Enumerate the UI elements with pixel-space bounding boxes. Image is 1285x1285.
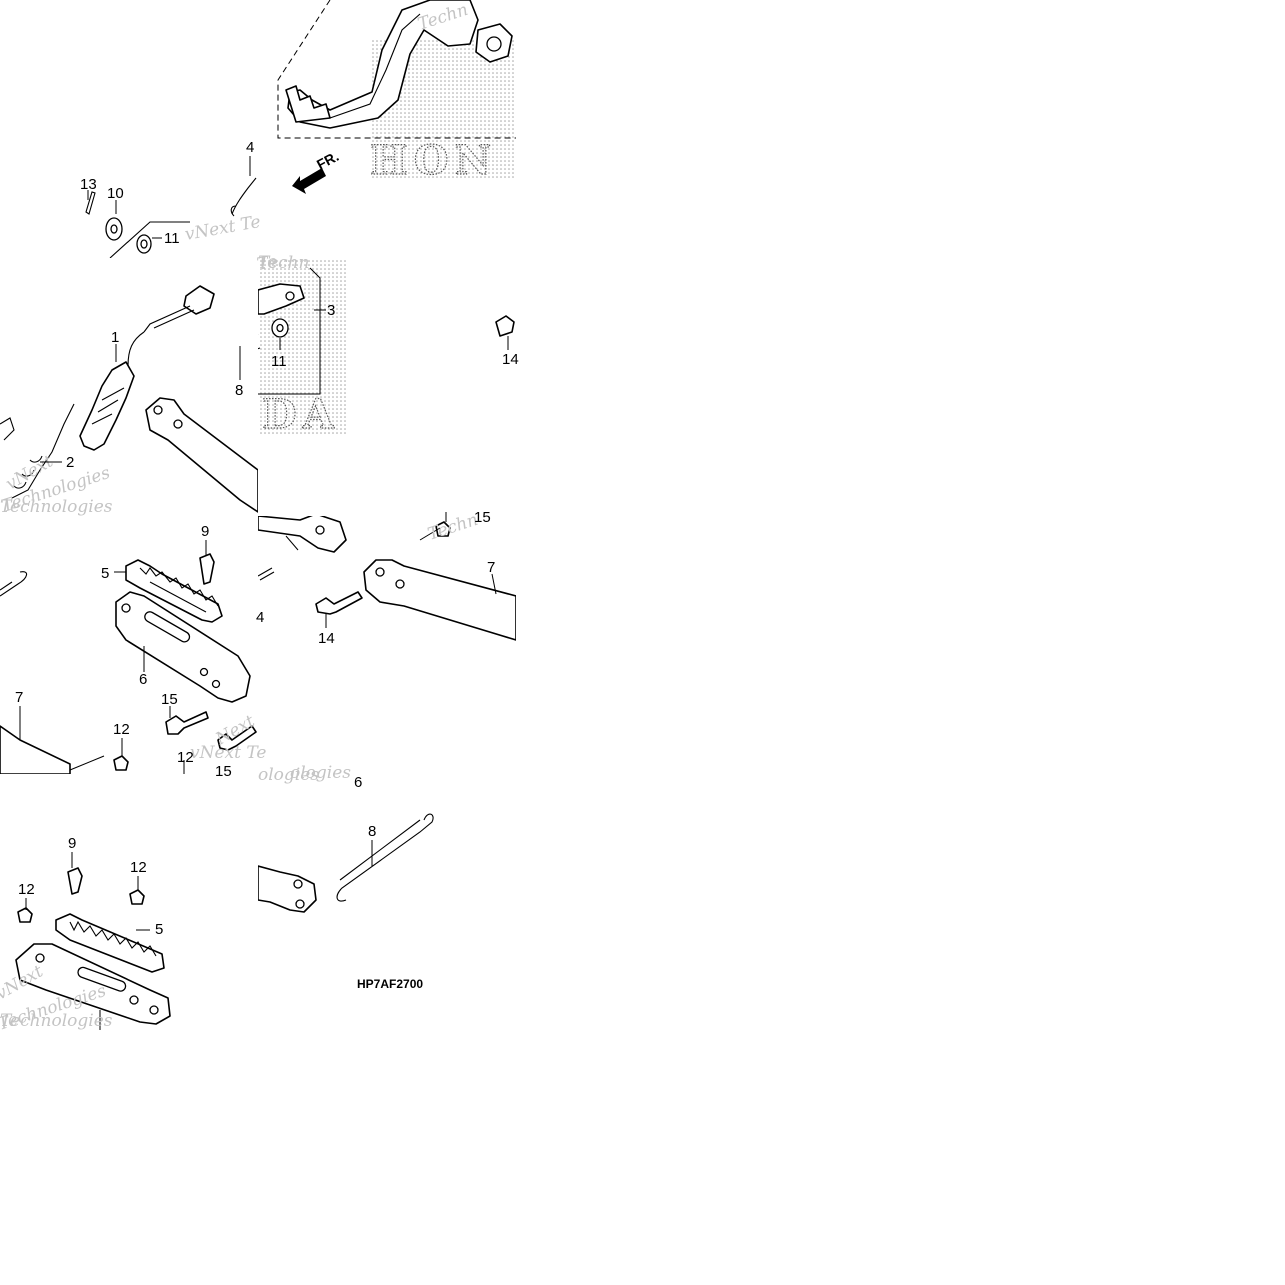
callout-4b: 4: [256, 609, 264, 626]
tile-brake-switch: [0, 285, 215, 499]
callout-7a: 7: [15, 689, 23, 706]
brand-text-mid: DA: [262, 391, 340, 438]
tile-pivot-parts: [85, 177, 257, 258]
nut-15: [435, 521, 451, 537]
tile-stay-right: [258, 516, 516, 641]
stay-end-lower: [258, 865, 317, 913]
tile-brake-rod: [258, 258, 515, 434]
watermark-text: Technologies: [0, 497, 113, 517]
callout-7b: 7: [487, 559, 495, 576]
bolt-14-b: [315, 591, 363, 615]
callout-3: 3: [327, 302, 335, 319]
callout-11a: 11: [164, 230, 180, 247]
bolt-15b: [217, 725, 257, 751]
bolt-9-lower: [67, 867, 83, 895]
brake-pedal-arm: [287, 0, 479, 129]
callout-2: 2: [66, 454, 74, 471]
callout-14a: 14: [502, 351, 519, 368]
callout-10: 10: [107, 185, 124, 202]
tile-rod-lower: [258, 813, 434, 913]
switch-wire: [143, 305, 195, 333]
callout-15b: 15: [474, 509, 491, 526]
callout-15c: 15: [215, 763, 232, 780]
brake-rod-lower: [336, 813, 434, 902]
tile-step-holder: [0, 553, 257, 774]
step-peg-lower: [55, 913, 165, 973]
pedal-tread: [285, 85, 331, 123]
leader-lines: [19, 156, 509, 931]
callout-9a: 9: [201, 523, 209, 540]
callout-11b: 11: [271, 353, 287, 370]
watermark-text: vNext Te: [190, 743, 266, 763]
callout-15a: 15: [161, 691, 178, 708]
return-spring: [11, 403, 75, 499]
switch-spring: [231, 177, 257, 215]
rod-hook-left: [0, 571, 28, 597]
stay-lower-left: [0, 725, 71, 774]
callout-5a: 5: [101, 565, 109, 582]
watermark-text: vNext Te: [183, 212, 262, 245]
front-direction-label: FR.: [314, 148, 341, 173]
callout-12c: 12: [130, 859, 147, 876]
rear-step-peg: [125, 559, 223, 623]
callout-8a: 8: [235, 382, 243, 399]
watermark-text: Technologies: [0, 1011, 113, 1031]
callout-labels: 1 2 3 4 4 5 5 6 6 7 7 8 8 9 9 10 11 11 1…: [15, 139, 519, 938]
watermark-text: Te: [255, 252, 278, 275]
callout-12d: 12: [18, 881, 35, 898]
callout-1: 1: [111, 329, 119, 346]
pedal-outline-box: [277, 0, 516, 139]
brake-link: [258, 283, 305, 315]
bolt-15: [165, 711, 209, 735]
callout-6a: 6: [139, 671, 147, 688]
switch-connector: [183, 285, 215, 315]
callout-12b: 12: [177, 749, 194, 766]
callout-14b: 14: [318, 630, 335, 647]
tile-step-lower: [15, 867, 171, 1030]
bolt-9: [199, 553, 215, 585]
callout-9b: 9: [68, 835, 76, 852]
tile-brake-pedal: [277, 0, 516, 180]
front-direction-arrow: FR.: [292, 148, 341, 194]
brake-rod: [258, 334, 261, 350]
callout-12a: 12: [113, 721, 130, 738]
nut-12-lower: [129, 889, 145, 905]
stay-end-link: [258, 516, 347, 553]
callout-5b: 5: [155, 921, 163, 938]
watermark-text: Techn: [258, 253, 310, 273]
step-holder-lower: [15, 943, 171, 1025]
watermark-text: ologies: [290, 763, 351, 783]
watermark-text: ologies: [258, 765, 319, 785]
nut-12: [113, 755, 129, 771]
callout-13: 13: [80, 176, 97, 193]
bolt-14: [495, 315, 515, 337]
callout-8b: 8: [368, 823, 376, 840]
brand-text-top: HON: [370, 137, 497, 184]
step-stay-left: [145, 397, 258, 513]
bolt-stub: [258, 567, 275, 581]
nut-12-lower-left: [17, 907, 33, 923]
diagram-code: HP7AF2700: [357, 977, 423, 991]
tile-stay: [145, 397, 258, 513]
cotter-pin: [85, 191, 96, 215]
watermark-text: Techn: [425, 510, 480, 545]
callout-6b: 6: [354, 774, 362, 791]
callout-4: 4: [246, 139, 254, 156]
